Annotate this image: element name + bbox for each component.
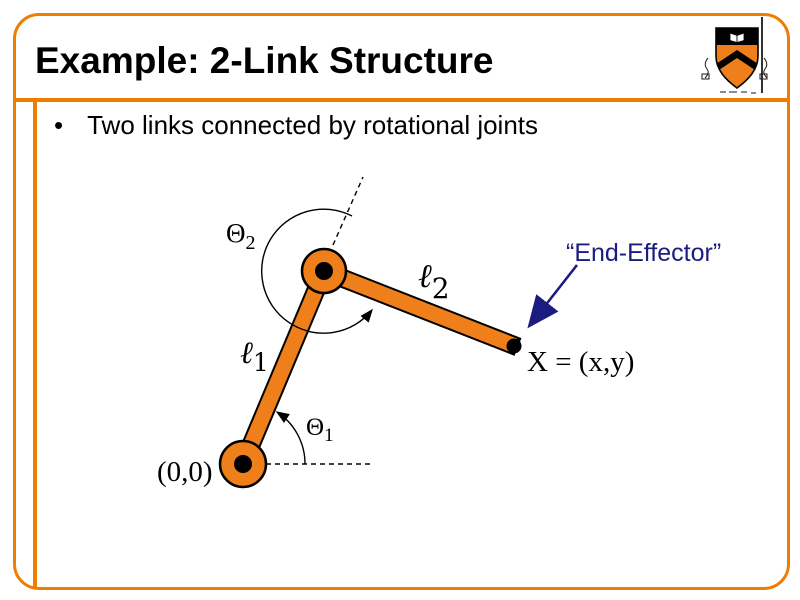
header-divider-line xyxy=(13,98,790,102)
shield-chevron xyxy=(716,50,758,72)
logo-ornaments xyxy=(701,57,768,94)
origin-label: (0,0) xyxy=(157,456,213,488)
bullet-item: • Two links connected by rotational join… xyxy=(54,110,539,141)
base-joint-pin xyxy=(234,455,252,473)
link1-length-label: ℓ1 xyxy=(240,335,269,377)
link-2 xyxy=(321,264,518,353)
slide-frame-border xyxy=(13,13,790,590)
content-left-rule xyxy=(33,100,37,588)
slide-title: Example: 2-Link Structure xyxy=(35,40,494,81)
theta2-angle-arc xyxy=(261,208,373,334)
link1-extension-dashed-line xyxy=(332,176,364,246)
link-1 xyxy=(236,268,331,467)
end-effector-arrow xyxy=(527,264,579,329)
end-point-label: X = (x,y) xyxy=(527,346,634,378)
shield-book-icon xyxy=(729,32,745,43)
end-effector-dot xyxy=(506,338,522,354)
bullet-text: Two links connected by rotational joints xyxy=(87,110,539,140)
bullet-icon: • xyxy=(54,110,64,140)
theta1-angle-arc xyxy=(275,411,306,465)
elbow-joint-pin xyxy=(315,262,333,280)
link2-length-label: ℓ2 xyxy=(418,256,450,305)
end-effector-callout-label: “End-Effector” xyxy=(566,239,721,267)
theta2-label: Θ2 xyxy=(226,218,256,254)
princeton-shield-logo xyxy=(701,17,768,94)
theta1-label: Θ1 xyxy=(306,414,334,446)
